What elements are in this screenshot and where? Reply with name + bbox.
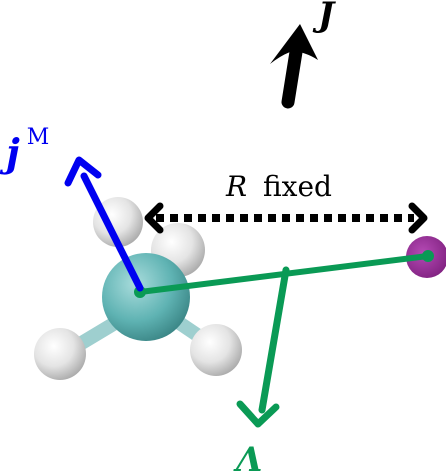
R-symbol: R [225,170,247,203]
R-fixed-arrow [144,202,428,234]
carbon-atom [102,253,190,341]
ch4-molecule-icon [34,197,242,380]
jM-superscript: M [27,125,50,150]
center-dot [422,250,434,262]
R-text: fixed [254,170,332,203]
J-arrow [270,24,318,109]
Lambda-label: Λ [233,440,262,472]
Lambda-arrow [236,266,290,428]
hydrogen-atom [190,324,242,376]
J-label: J [312,0,336,35]
R-fixed-label: R fixed [225,170,332,203]
hydrogen-atom [34,328,86,380]
jM-arrow [64,156,144,292]
hydrogen-atom [93,197,143,247]
jM-label: j M [0,125,49,175]
jM-base: j [0,130,20,175]
